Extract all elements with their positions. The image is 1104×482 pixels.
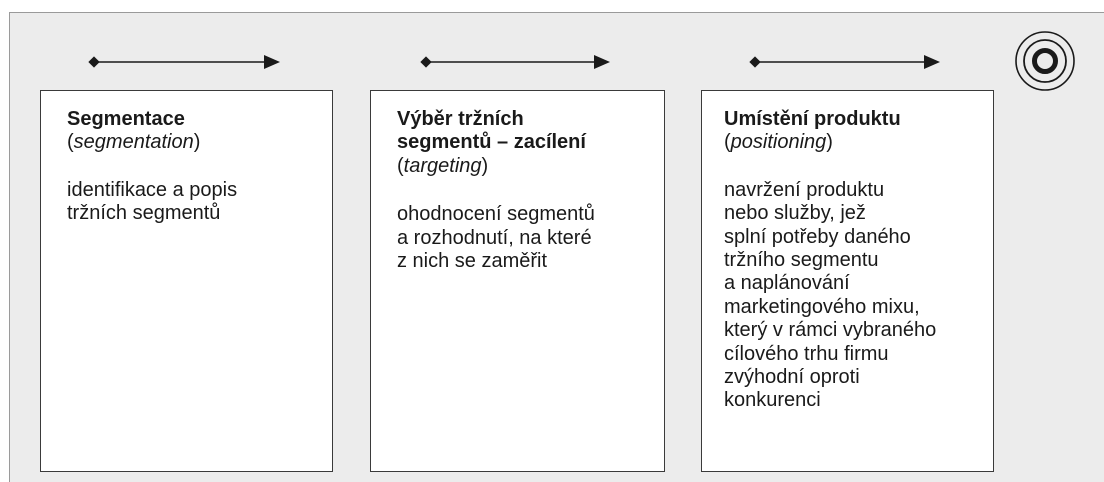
- target-icon: [1015, 31, 1075, 91]
- subtitle-paren-close: ): [826, 131, 833, 154]
- subtitle-paren-close: ): [193, 131, 201, 154]
- subtitle-term: targeting: [403, 154, 482, 177]
- step-title: Segmentace: [67, 108, 185, 130]
- subtitle-term: positioning: [730, 131, 827, 154]
- subtitle-paren-open: (: [67, 131, 74, 154]
- step-description: navržení produktu nebo služby, jež splní…: [724, 178, 937, 412]
- step-description: ohodnocení segmentů a rozhodnutí, na kte…: [397, 203, 595, 273]
- step-title: Umístění produktu: [724, 108, 901, 130]
- subtitle-paren-close: ): [481, 154, 489, 177]
- arrow-right-icon: [420, 55, 610, 69]
- step-box-segmentation: Segmentace (segmentation) identifikace a…: [40, 90, 333, 472]
- step-box-positioning: Umístění produktu (positioning) navržení…: [701, 90, 994, 472]
- subtitle-paren-open: (: [397, 154, 404, 177]
- subtitle-term: segmentation: [73, 131, 194, 154]
- subtitle-paren-open: (: [724, 131, 731, 154]
- step-subtitle: (positioning): [724, 131, 993, 154]
- arrows-layer: [88, 31, 1075, 91]
- step-subtitle: (segmentation): [67, 131, 332, 154]
- step-title: Výběr tržních segmentů – zacílení: [397, 108, 586, 154]
- arrow-right-icon: [749, 55, 940, 69]
- step-description: identifikace a popis tržních segmentů: [67, 178, 238, 225]
- step-subtitle: (targeting): [397, 155, 664, 178]
- step-box-targeting: Výběr tržních segmentů – zacílení (targe…: [370, 90, 665, 472]
- arrow-right-icon: [88, 55, 280, 69]
